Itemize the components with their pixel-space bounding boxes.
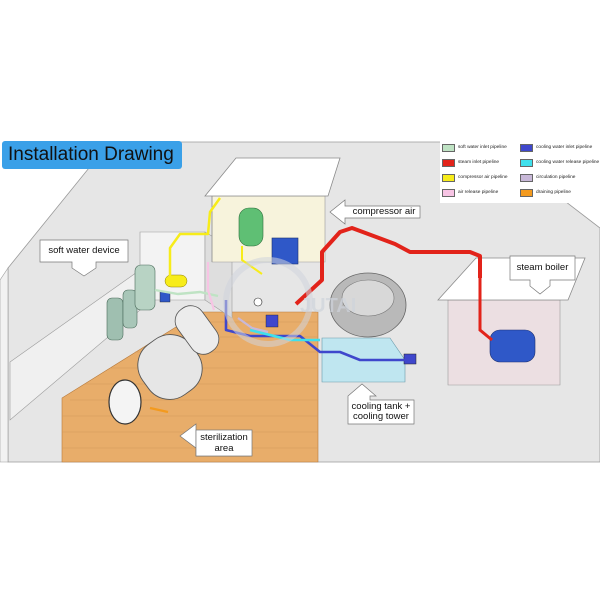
compressor-room-roof	[204, 157, 341, 197]
retort-body-upper	[174, 305, 220, 355]
compressor-air-pipeline	[168, 197, 222, 278]
legend-label: circulation pipeline	[536, 175, 576, 180]
legend-label: cooling water inlet pipeline	[536, 145, 593, 150]
watermark-logo	[223, 257, 313, 347]
legend-swatch	[520, 174, 533, 182]
legend-label: soft water inlet pipeline	[458, 145, 507, 150]
legend-swatch	[442, 159, 455, 167]
air-release-pipeline	[206, 262, 216, 311]
callout-arrow-steam-boiler	[509, 255, 576, 295]
retort-door	[108, 379, 142, 425]
label-cooling-tower: cooling tower	[353, 411, 409, 422]
legend-label: air release pipeline	[458, 190, 499, 195]
valve-station-pump	[265, 314, 279, 328]
legend-label: steam inlet pipeline	[458, 160, 500, 165]
legend-swatch	[442, 144, 455, 152]
label-steam-boiler: steam boiler	[516, 262, 569, 273]
label-cooling-tank: cooling tank +	[351, 401, 411, 412]
cooling-water-inlet-pipeline	[224, 300, 408, 362]
draining-pipeline	[149, 406, 169, 414]
label-sterilization-area: area	[214, 443, 234, 454]
callout-arrow-compressor-air	[329, 199, 421, 225]
legend-label: compressor air pipeline	[458, 175, 508, 180]
legend-swatch	[520, 144, 533, 152]
circulation-pipeline	[237, 317, 269, 334]
left-wall	[0, 267, 9, 463]
label-soft-water-device: soft water device	[48, 245, 120, 256]
pipeline-legend: soft water inlet pipeline steam inlet pi…	[440, 141, 600, 203]
steam-inlet-pipeline	[294, 226, 482, 306]
label-compressor-air: compressor air	[352, 206, 416, 217]
legend-swatch	[442, 174, 455, 182]
callout-arrow-cooling-tank	[347, 383, 415, 425]
page-title: Installation Drawing	[2, 141, 182, 169]
label-sterilization: sterilization	[200, 432, 248, 443]
legend-label: cooling water release pipeline	[536, 160, 600, 165]
watermark-text: JUTAI	[300, 295, 356, 317]
callout-arrow-soft-water	[39, 239, 129, 277]
soft-water-tank-3	[134, 264, 156, 311]
yellow-buffer-tank	[164, 274, 188, 288]
legend-swatch	[520, 189, 533, 197]
compressor-room-wall	[211, 195, 326, 263]
steam-boiler	[489, 329, 536, 363]
legend-swatch	[520, 159, 533, 167]
soft-water-tank-1	[106, 297, 124, 341]
soft-water-tank-2	[122, 289, 138, 329]
legend-label: draining pipeline	[536, 190, 571, 195]
legend-swatch	[442, 189, 455, 197]
air-tank	[238, 207, 264, 247]
valve-station-gauge	[253, 297, 263, 307]
